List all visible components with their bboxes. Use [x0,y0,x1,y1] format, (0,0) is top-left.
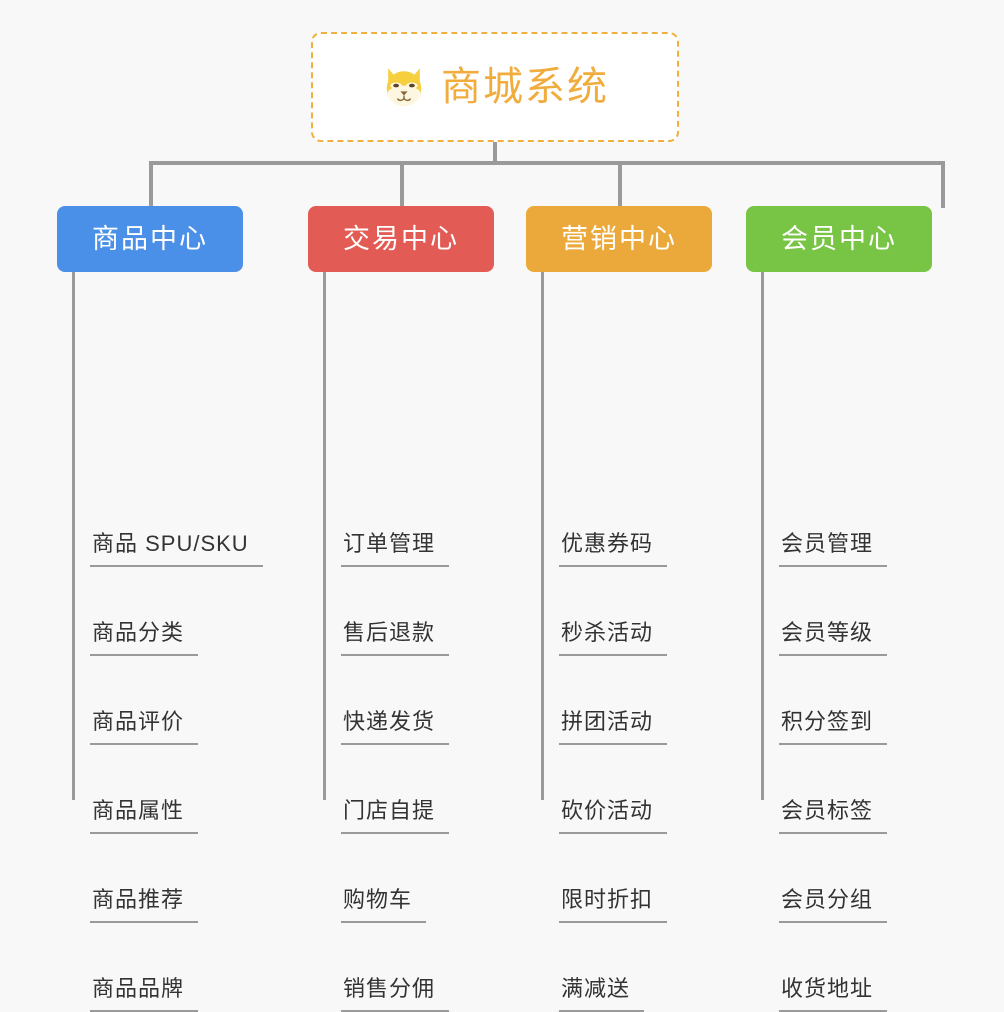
root-title: 商城系统 [441,65,609,109]
list-item[interactable]: 商品品牌 [57,923,287,1012]
column-spine-1 [323,272,326,800]
list-item[interactable]: 会员管理 [746,478,976,567]
list-item[interactable]: 会员分组 [746,834,976,923]
drop-connector-1 [400,163,404,208]
leaf-label: 优惠券码 [559,533,668,567]
leaf-label: 商品属性 [90,800,199,834]
category-header-label: 会员中心 [781,223,897,254]
leaf-label: 商品品牌 [90,978,199,1012]
horizontal-bus-connector [149,161,945,165]
category-column-marketing: 营销中心 优惠券码 秒杀活动 拼团活动 砍价活动 限时折扣 满减送 [526,206,712,1012]
category-header-product[interactable]: 商品中心 [57,206,243,272]
leaf-label: 拼团活动 [559,711,668,745]
leaf-label: 会员管理 [779,533,888,567]
leaf-label: 砍价活动 [559,800,668,834]
list-item[interactable]: 售后退款 [308,567,538,656]
leaf-label: 售后退款 [341,622,450,656]
root-node[interactable]: 商城系统 [311,32,679,142]
list-item[interactable]: 秒杀活动 [526,567,756,656]
drop-connector-2 [618,163,622,208]
list-item[interactable]: 购物车 [308,834,538,923]
leaf-label: 商品分类 [90,622,199,656]
category-column-member: 会员中心 会员管理 会员等级 积分签到 会员标签 会员分组 收货地址 [746,206,932,1012]
leaf-list-member: 会员管理 会员等级 积分签到 会员标签 会员分组 收货地址 [746,478,976,1012]
column-spine-0 [72,272,75,800]
category-header-marketing[interactable]: 营销中心 [526,206,712,272]
category-column-trade: 交易中心 订单管理 售后退款 快递发货 门店自提 购物车 销售分佣 [308,206,494,1012]
category-header-member[interactable]: 会员中心 [746,206,932,272]
leaf-label: 订单管理 [341,533,450,567]
list-item[interactable]: 销售分佣 [308,923,538,1012]
category-header-label: 交易中心 [343,223,459,254]
leaf-list-trade: 订单管理 售后退款 快递发货 门店自提 购物车 销售分佣 [308,478,538,1012]
leaf-list-product: 商品 SPU/SKU 商品分类 商品评价 商品属性 商品推荐 商品品牌 [57,478,287,1012]
leaf-label: 秒杀活动 [559,622,668,656]
shiba-dog-face-icon [386,68,422,106]
root-stem-connector [493,142,497,163]
list-item[interactable]: 优惠券码 [526,478,756,567]
list-item[interactable]: 商品分类 [57,567,287,656]
list-item[interactable]: 收货地址 [746,923,976,1012]
list-item[interactable]: 门店自提 [308,745,538,834]
drop-connector-0 [149,163,153,208]
list-item[interactable]: 商品推荐 [57,834,287,923]
leaf-label: 收货地址 [779,978,888,1012]
list-item[interactable]: 商品属性 [57,745,287,834]
list-item[interactable]: 积分签到 [746,656,976,745]
category-header-label: 营销中心 [561,223,677,254]
list-item[interactable]: 快递发货 [308,656,538,745]
leaf-label: 销售分佣 [341,978,450,1012]
leaf-label: 商品评价 [90,711,199,745]
list-item[interactable]: 限时折扣 [526,834,756,923]
list-item[interactable]: 满减送 [526,923,756,1012]
leaf-label: 满减送 [559,978,645,1012]
leaf-label: 快递发货 [341,711,450,745]
leaf-label: 会员标签 [779,800,888,834]
leaf-list-marketing: 优惠券码 秒杀活动 拼团活动 砍价活动 限时折扣 满减送 [526,478,756,1012]
leaf-label: 购物车 [341,889,427,923]
column-spine-3 [761,272,764,800]
list-item[interactable]: 商品 SPU/SKU [57,478,287,567]
drop-connector-3 [941,163,945,208]
list-item[interactable]: 会员标签 [746,745,976,834]
list-item[interactable]: 砍价活动 [526,745,756,834]
mindmap-diagram: 商城系统 商品中心 商品 SPU/SKU 商品分类 商品评价 商品属性 商品推荐… [57,32,945,1012]
list-item[interactable]: 商品评价 [57,656,287,745]
list-item[interactable]: 拼团活动 [526,656,756,745]
category-header-trade[interactable]: 交易中心 [308,206,494,272]
leaf-label: 会员等级 [779,622,888,656]
list-item[interactable]: 会员等级 [746,567,976,656]
leaf-label: 会员分组 [779,889,888,923]
leaf-label: 积分签到 [779,711,888,745]
category-header-label: 商品中心 [92,223,208,254]
category-column-product: 商品中心 商品 SPU/SKU 商品分类 商品评价 商品属性 商品推荐 商品品牌 [57,206,263,1012]
leaf-label: 商品 SPU/SKU [90,533,263,567]
leaf-label: 限时折扣 [559,889,668,923]
leaf-label: 门店自提 [341,800,450,834]
column-spine-2 [541,272,544,800]
leaf-label: 商品推荐 [90,889,199,923]
list-item[interactable]: 订单管理 [308,478,538,567]
